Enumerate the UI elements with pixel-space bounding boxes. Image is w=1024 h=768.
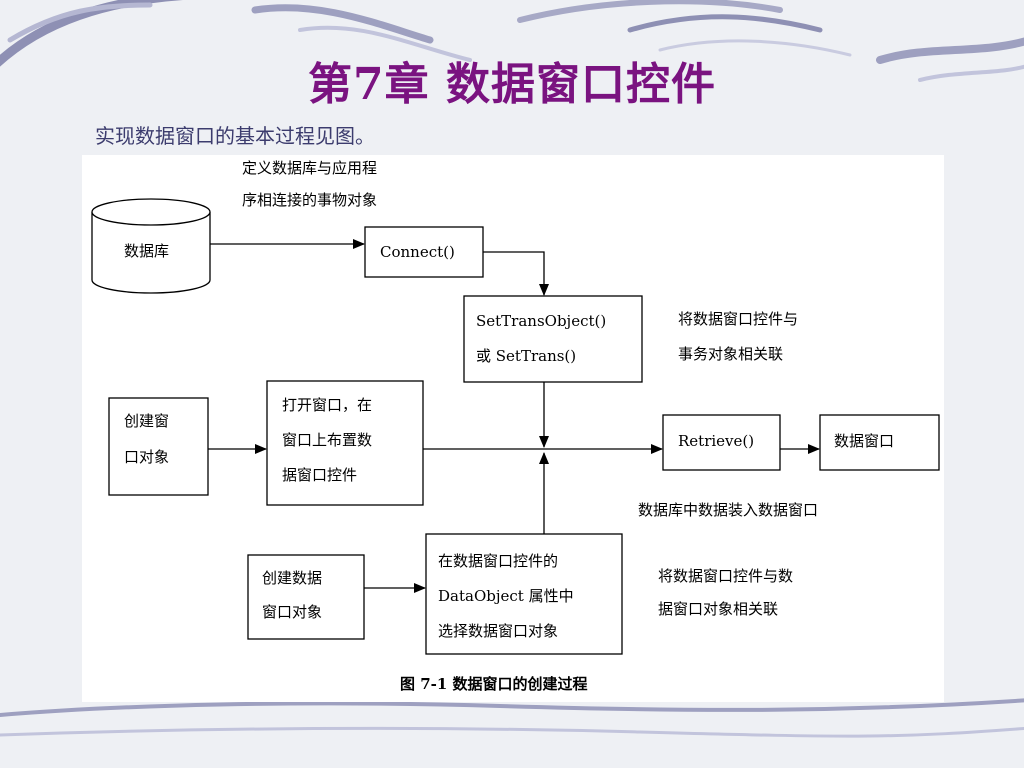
flowchart-shapes <box>91 198 940 655</box>
node-open-window-label-3: 据窗口控件 <box>282 466 358 484</box>
annotation-link-txn-1: 将数据窗口控件与 <box>678 310 799 328</box>
datawindow-box-shape <box>819 414 940 471</box>
node-settrans-label-2: 或 SetTrans() <box>476 347 577 365</box>
node-dataobject-label-3: 选择数据窗口对象 <box>438 622 559 640</box>
slide-title: 第7章 数据窗口控件 <box>308 59 716 110</box>
annotation-link-txn-2: 事务对象相关联 <box>678 345 784 363</box>
node-dataobject-label-1: 在数据窗口控件的 <box>438 552 559 570</box>
node-datawindow-label: 数据窗口 <box>834 432 895 450</box>
dataobject-box-shape <box>425 533 623 655</box>
node-database-label: 数据库 <box>124 242 170 260</box>
open-window-box-shape <box>266 380 424 506</box>
diagram-panel: 定义数据库与应用程 序相连接的事物对象 将数据窗口控件与 事务对象相关联 数据库… <box>82 155 944 702</box>
node-open-window-label-1: 打开窗口，在 <box>282 396 373 414</box>
node-connect-label: Connect() <box>380 243 455 261</box>
node-dataobject-label-2: DataObject 属性中 <box>438 587 574 605</box>
retrieve-box-shape <box>662 414 781 471</box>
node-create-window-label-2: 口对象 <box>124 448 170 466</box>
annotation-define-txn-1: 定义数据库与应用程 <box>242 159 378 177</box>
intro-text: 实现数据窗口的基本过程见图。 <box>95 124 375 148</box>
settrans-box-shape <box>463 295 643 383</box>
node-open-window-label-2: 窗口上布置数 <box>282 431 373 449</box>
node-create-dw-label-1: 创建数据 <box>262 569 323 587</box>
node-create-window-label-1: 创建窗 <box>124 412 170 430</box>
node-create-dw-label-2: 窗口对象 <box>262 603 323 621</box>
annotation-link-dwobj-1: 将数据窗口控件与数 <box>658 567 794 585</box>
annotation-link-dwobj-2: 据窗口对象相关联 <box>658 600 779 618</box>
create-window-box-shape <box>108 397 209 496</box>
create-dw-box-shape <box>247 554 365 640</box>
figure-caption: 图 7-1 数据窗口的创建过程 <box>400 675 588 693</box>
annotation-load-data: 数据库中数据装入数据窗口 <box>638 501 819 519</box>
node-retrieve-label: Retrieve() <box>678 432 755 450</box>
node-settrans-label-1: SetTransObject() <box>476 312 607 330</box>
database-cylinder <box>91 212 211 294</box>
annotation-define-txn-2: 序相连接的事物对象 <box>242 191 378 209</box>
